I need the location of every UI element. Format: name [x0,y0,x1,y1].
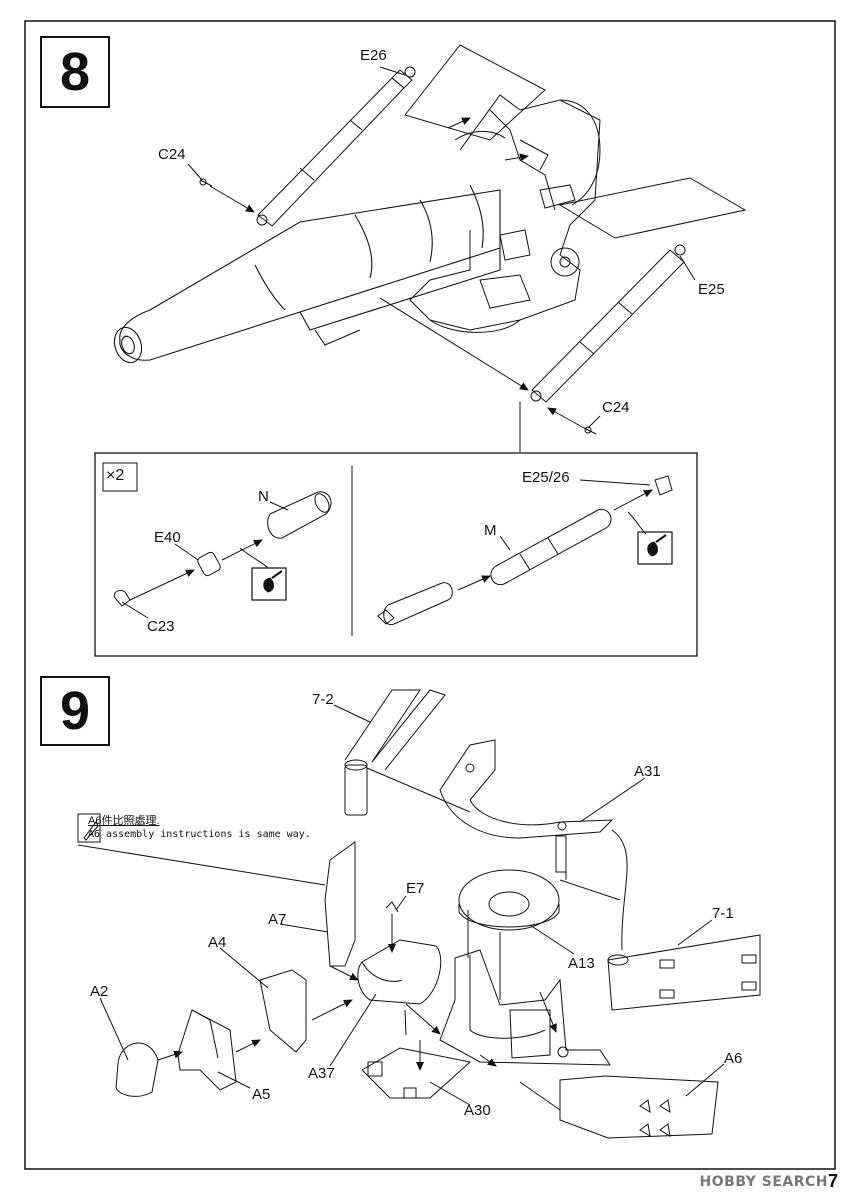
page-frame [24,20,836,1170]
cylinder-e26 [256,66,416,227]
note-box [77,813,101,843]
part-a37 [357,939,442,1005]
part-a30 [361,1047,472,1099]
label-m: M [484,522,497,539]
label-e40: E40 [154,529,181,546]
label-a5: A5 [252,1086,271,1103]
cement-icon [251,567,287,601]
gun-mount [409,94,601,333]
label-e26: E26 [360,47,387,64]
label-a6: A6 [724,1050,743,1067]
cylinder-e25 [530,244,686,403]
subassembly-right [377,475,673,626]
label-a7: A7 [268,911,287,928]
label-e25: E25 [698,281,725,298]
part-a2 [115,1042,159,1097]
part-a4 [259,969,307,1053]
label-a2: A2 [90,983,109,1000]
label-e25-26: E25/26 [522,469,570,486]
trail-arm-7-2 [344,689,471,816]
label-a13: A13 [568,955,595,972]
label-c24-bottom: C24 [602,399,630,416]
multiplier-label: ×2 [106,467,125,484]
note-english: A6 assembly instructions is same way. [88,829,311,840]
part-a5 [177,1009,237,1091]
label-a37: A37 [308,1065,335,1082]
subassembly-left [113,491,332,607]
label-c23: C23 [147,618,175,635]
part-a6 [559,1075,719,1139]
part-a13 [458,869,560,931]
label-7-1: 7-1 [712,905,734,922]
part-e7 [385,901,399,913]
label-7-2: 7-2 [312,691,334,708]
label-a4: A4 [208,934,227,951]
trail-arm-7-1 [607,934,761,1011]
part-a31 [439,739,614,873]
label-e7: E7 [406,880,425,897]
callout-panel-top [404,44,546,141]
base-assembly [439,949,611,1066]
assembly-note: A6件比照處理. A6 assembly instructions is sam… [88,815,311,841]
page-number: 7 [827,1171,838,1191]
label-a31: A31 [634,763,661,780]
step-9-number: 9 [40,676,110,746]
cement-icon-2 [637,531,673,565]
multiplier-box [102,462,138,492]
note-chinese: A6件比照處理. [88,815,160,827]
callout-panel-right [558,177,747,239]
label-a30: A30 [464,1102,491,1119]
watermark: HOBBY SEARCH [699,1174,828,1190]
step-8-number: 8 [40,36,110,108]
subassembly-box [94,452,698,657]
part-a7 [324,841,356,967]
label-n: N [258,488,269,505]
label-c24-top: C24 [158,146,186,163]
gun-barrel [113,184,501,364]
pin-c24-bottom [583,427,597,435]
